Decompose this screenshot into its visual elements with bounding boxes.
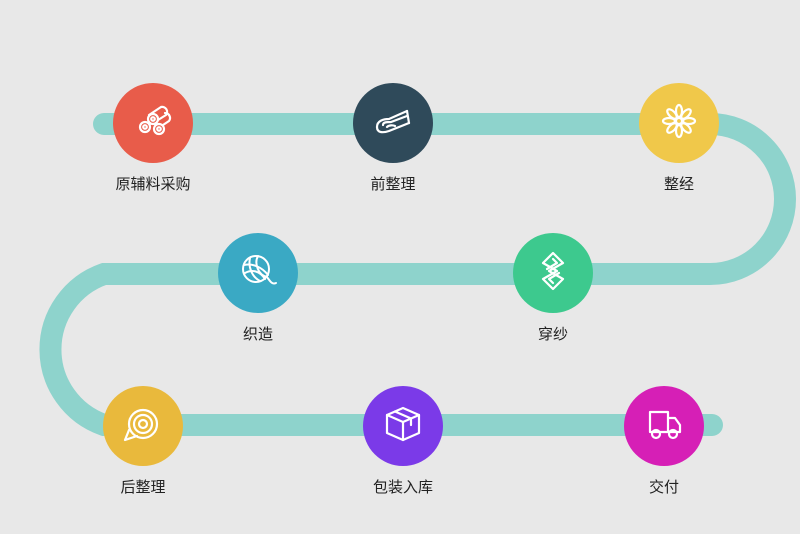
step-circle [218, 233, 298, 313]
yarn-ball-icon [234, 247, 282, 299]
fabric-rolls-icon [129, 97, 177, 149]
step-circle [103, 386, 183, 466]
folded-cloth-icon [369, 97, 417, 149]
step-circle [624, 386, 704, 466]
step-label: 整经 [663, 175, 694, 193]
step-circle [639, 83, 719, 163]
step-threading: 穿纱 [488, 233, 618, 363]
step-label: 原辅料采购 [115, 175, 191, 193]
fabric-roll-icon [119, 400, 167, 452]
step-circle [513, 233, 593, 313]
step-label: 包装入库 [372, 478, 433, 496]
step-warping: 整经 [614, 83, 744, 213]
step-post-finishing: 后整理 [78, 386, 208, 516]
flower-icon [655, 97, 703, 149]
step-label: 后整理 [120, 478, 166, 496]
step-label: 织造 [242, 325, 273, 343]
step-pre-finishing: 前整理 [328, 83, 458, 213]
step-weaving: 织造 [193, 233, 323, 363]
step-circle [353, 83, 433, 163]
step-raw-materials: 原辅料采购 [88, 83, 218, 213]
delivery-truck-icon [640, 400, 688, 452]
step-label: 穿纱 [537, 325, 568, 343]
step-circle [113, 83, 193, 163]
step-circle [363, 386, 443, 466]
package-box-icon [379, 400, 427, 452]
s-shape-icon [529, 247, 577, 299]
step-delivery: 交付 [599, 386, 729, 516]
step-packing-storage: 包装入库 [338, 386, 468, 516]
step-label: 前整理 [370, 175, 416, 193]
step-label: 交付 [648, 478, 679, 496]
